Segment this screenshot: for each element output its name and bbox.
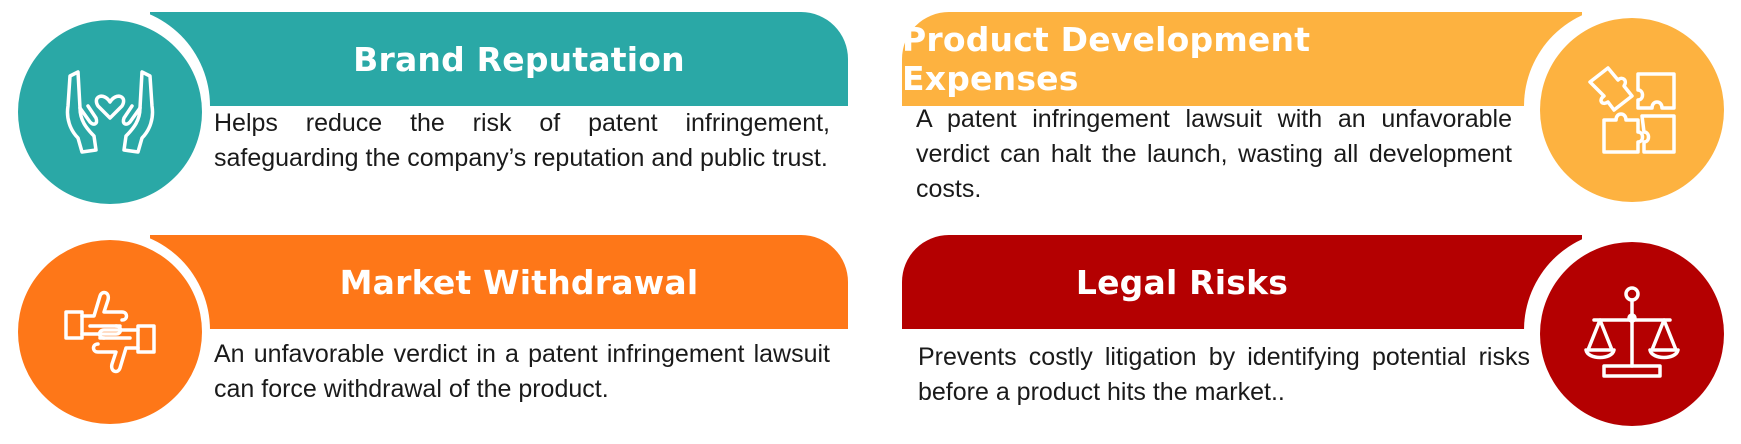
brand-reputation-title: Brand Reputation — [353, 39, 685, 79]
market-withdrawal-icon-circle — [18, 240, 202, 424]
market-withdrawal-title: Market Withdrawal — [339, 262, 699, 302]
brand-reputation-banner: Brand Reputation — [150, 12, 848, 106]
product-development-title: Product Development Expenses — [902, 20, 1311, 98]
product-development-icon-circle — [1540, 18, 1724, 202]
legal-risks-banner: Legal Risks — [902, 235, 1582, 329]
legal-risks-description: Prevents costly litigation by identifyin… — [918, 343, 1530, 406]
legal-risks-title: Legal Risks — [1075, 262, 1289, 302]
legal-risks-icon-circle — [1540, 242, 1724, 426]
product-development-banner: Product Development Expenses — [902, 12, 1582, 106]
market-withdrawal-banner: Market Withdrawal — [150, 235, 848, 329]
brand-reputation-icon-circle — [18, 20, 202, 204]
thumbs-up-down-icon — [64, 290, 156, 374]
brand-reputation-description: Helps reduce the risk of patent infringe… — [214, 109, 830, 172]
puzzle-pieces-icon — [1588, 66, 1676, 154]
scales-of-justice-icon — [1584, 286, 1680, 378]
hands-heart-icon — [65, 70, 155, 154]
product-development-description: A patent infringement lawsuit with an un… — [916, 105, 1512, 203]
market-withdrawal-description: An unfavorable verdict in a patent infri… — [214, 340, 830, 403]
